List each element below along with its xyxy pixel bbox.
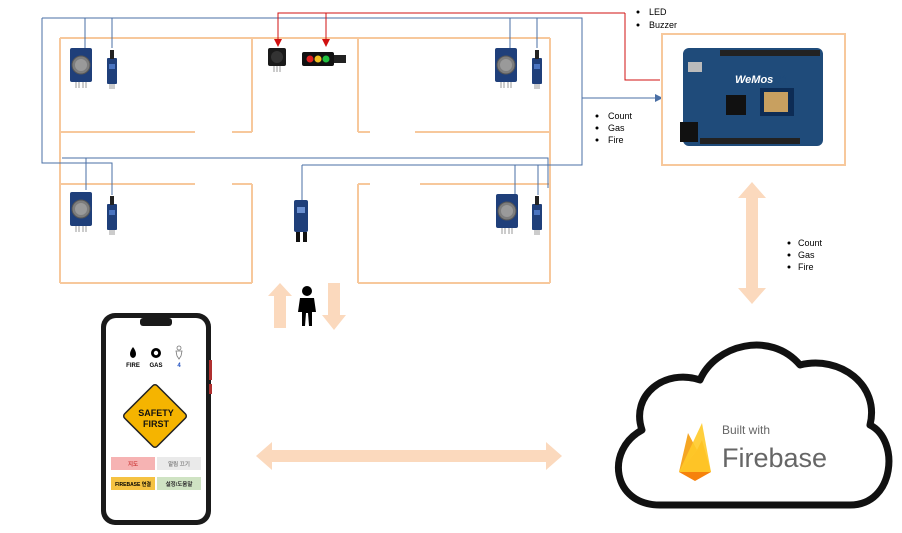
fire-status-label: FIRE bbox=[126, 363, 140, 369]
gas-sensor-icon bbox=[494, 47, 518, 89]
settings-help-button-label: 설정/도움말 bbox=[166, 480, 193, 488]
gas-sensor-icon bbox=[69, 47, 93, 89]
input-label-count: Count bbox=[608, 111, 633, 121]
fire-icon bbox=[130, 347, 136, 358]
flame-sensor-icon bbox=[531, 49, 543, 90]
phone-firebase-arrow bbox=[256, 442, 562, 470]
entry-arrow-up bbox=[268, 283, 292, 328]
floor-plan bbox=[59, 37, 551, 284]
output-label-led: LED bbox=[649, 7, 667, 17]
person-icon bbox=[298, 286, 316, 326]
room-3-sensors bbox=[69, 191, 118, 236]
board-brand: WeMos bbox=[735, 74, 773, 86]
flame-sensor-icon bbox=[106, 49, 118, 90]
board-model: D1 bbox=[773, 74, 787, 86]
safety-first-sign: SAFETY FIRST bbox=[122, 383, 188, 449]
exit-arrow-down bbox=[322, 283, 346, 330]
sign-line-1: SAFETY bbox=[138, 408, 174, 418]
map-button-label: 지도 bbox=[128, 460, 138, 468]
sign-line-2: FIRST bbox=[143, 419, 170, 429]
firebase-flame-icon bbox=[679, 423, 711, 481]
actuator-wires bbox=[274, 12, 660, 81]
person-count-value: 4 bbox=[177, 363, 181, 369]
settings-help-button[interactable]: 설정/도움말 bbox=[157, 477, 201, 490]
map-button[interactable]: 지도 bbox=[111, 457, 155, 470]
firebase-connect-button-label: FIREBASE 연결 bbox=[115, 481, 151, 488]
buzzer-icon bbox=[268, 48, 286, 72]
sensor-wires bbox=[41, 17, 663, 200]
gas-sensor-icon bbox=[495, 193, 519, 235]
alarm-off-button[interactable]: 알림 끄기 bbox=[157, 457, 201, 470]
gas-icon bbox=[151, 348, 161, 358]
phone-buttons: 지도 알림 끄기 FIREBASE 연결 설정/도움말 bbox=[111, 457, 201, 490]
wemos-d1-board: WeMosD1 bbox=[680, 48, 823, 146]
svg-text:WeMosD1: WeMosD1 bbox=[735, 74, 787, 86]
link-label-count: Count bbox=[798, 238, 823, 248]
ir-counter-sensor-icon bbox=[294, 200, 308, 242]
link-labels: Count Gas Fire bbox=[787, 238, 823, 272]
traffic-led-icon bbox=[302, 52, 346, 66]
firebase-brand-text: Firebase bbox=[722, 443, 827, 473]
board-io-labels: LED Buzzer Count Gas Fire bbox=[595, 7, 677, 145]
phone-status-bar: FIRE GAS 4 bbox=[126, 345, 183, 369]
room-4-sensors bbox=[495, 193, 543, 236]
firebase-connect-button[interactable]: FIREBASE 연결 bbox=[111, 477, 155, 490]
alarm-off-button-label: 알림 끄기 bbox=[168, 460, 190, 468]
input-label-fire: Fire bbox=[608, 135, 624, 145]
flame-sensor-icon bbox=[106, 195, 118, 236]
gas-status-label: GAS bbox=[149, 363, 162, 369]
link-label-gas: Gas bbox=[798, 250, 815, 260]
output-label-buzzer: Buzzer bbox=[649, 20, 677, 30]
room-2-sensors bbox=[494, 47, 543, 90]
person-count-icon bbox=[175, 345, 183, 360]
board-firebase-arrow bbox=[738, 182, 766, 304]
built-with-text: Built with bbox=[722, 423, 770, 437]
controller-box bbox=[661, 33, 846, 166]
flame-sensor-icon bbox=[531, 195, 543, 236]
room-1-sensors bbox=[69, 47, 118, 90]
gas-sensor-icon bbox=[69, 191, 93, 233]
link-label-fire: Fire bbox=[798, 262, 814, 272]
input-label-gas: Gas bbox=[608, 123, 625, 133]
